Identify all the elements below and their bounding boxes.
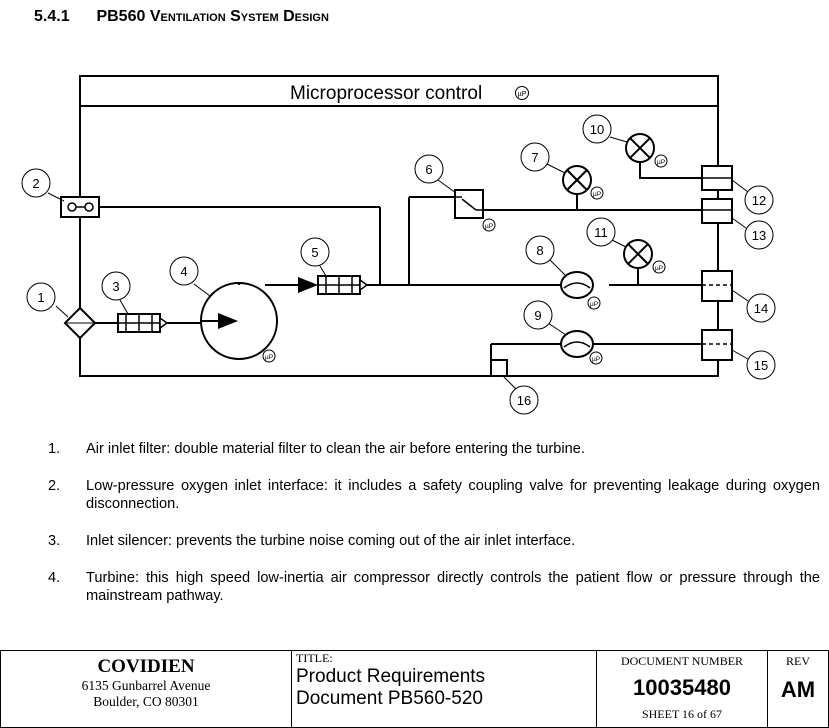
- callout-8: 8: [525, 235, 567, 277]
- revision-value: AM: [780, 677, 816, 702]
- company-cell: COVIDIEN 6135 Gunbarrel Avenue Boulder, …: [0, 650, 292, 728]
- svg-text:µP: µP: [593, 191, 601, 198]
- svg-text:7: 7: [531, 150, 538, 165]
- svg-text:13: 13: [752, 228, 766, 243]
- valve-component: µP: [454, 189, 496, 232]
- flow-sensor-9: µP: [560, 330, 603, 365]
- control-up-icon: µP: [515, 86, 529, 100]
- list-item-text: Turbine: this high speed low-inertia air…: [86, 570, 820, 604]
- callout-4: 4: [169, 256, 211, 297]
- svg-text:15: 15: [754, 358, 768, 373]
- callout-14: 14: [731, 289, 776, 323]
- svg-text:µP: µP: [592, 356, 600, 363]
- callout-15: 15: [731, 349, 776, 380]
- connector-15: [701, 329, 733, 361]
- svg-text:16: 16: [517, 393, 531, 408]
- outlet-silencer-component: [317, 275, 369, 295]
- pressure-sensor-11: µP: [623, 239, 666, 274]
- svg-text:µP: µP: [518, 91, 527, 98]
- svg-text:5: 5: [311, 245, 318, 260]
- callout-7: 7: [520, 142, 566, 174]
- svg-text:2: 2: [32, 176, 39, 191]
- connector-14: [701, 270, 733, 302]
- svg-text:1: 1: [37, 290, 44, 305]
- pressure-sensor-7: µP: [562, 165, 604, 210]
- svg-text:µP: µP: [590, 301, 598, 308]
- callout-11: 11: [586, 217, 627, 248]
- callout-12: 12: [731, 179, 774, 215]
- svg-text:10: 10: [590, 122, 604, 137]
- list-item-text: Low-pressure oxygen inlet interface: it …: [86, 478, 820, 512]
- list-item-number: 3.: [48, 533, 61, 549]
- list-item-number: 1.: [48, 441, 61, 457]
- svg-text:4: 4: [180, 264, 187, 279]
- company-address-line1: 6135 Gunbarrel Avenue: [81, 678, 211, 693]
- section-title: PB560 Ventilation System Design: [96, 8, 329, 25]
- callout-5: 5: [300, 237, 330, 277]
- callout-13: 13: [731, 217, 774, 250]
- svg-text:3: 3: [112, 279, 119, 294]
- air-inlet-filter-component: [63, 306, 97, 340]
- company-name: COVIDIEN: [97, 656, 195, 677]
- list-item-number: 4.: [48, 570, 61, 586]
- flow-sensor-8: µP: [560, 271, 601, 310]
- callout-10: 10: [582, 114, 628, 144]
- svg-text:8: 8: [536, 243, 543, 258]
- revision-cell: REV AM: [767, 650, 829, 728]
- title-cell: TITLE: Product Requirements Document PB5…: [291, 650, 597, 728]
- section-heading: 5.4.1 PB560 Ventilation System Design: [34, 8, 329, 26]
- list-item: 2. Low-pressure oxygen inlet interface: …: [48, 477, 820, 513]
- revision-label: REV: [786, 654, 810, 668]
- callout-2: 2: [21, 168, 65, 202]
- company-address-line2: Boulder, CO 80301: [93, 694, 199, 709]
- document-number-cell: DOCUMENT NUMBER 10035480 SHEET 16 of 67: [596, 650, 768, 728]
- list-item-text: Inlet silencer: prevents the turbine noi…: [86, 533, 576, 549]
- system-boundary: [79, 75, 719, 377]
- document-number-label: DOCUMENT NUMBER: [620, 654, 744, 668]
- list-item-text: Air inlet filter: double material filter…: [86, 441, 585, 457]
- pressure-sensor-10: µP: [625, 133, 668, 168]
- svg-text:6: 6: [425, 162, 432, 177]
- section-number: 5.4.1: [34, 8, 70, 25]
- svg-text:µP: µP: [485, 223, 493, 230]
- list-item: 4. Turbine: this high speed low-inertia …: [48, 569, 820, 605]
- svg-text:12: 12: [752, 193, 766, 208]
- callout-1: 1: [26, 282, 69, 318]
- inlet-silencer-component: [117, 313, 169, 333]
- svg-text:µP: µP: [265, 354, 273, 361]
- title-label: TITLE:: [296, 651, 333, 665]
- control-label: Microprocessor control: [290, 83, 482, 104]
- document-title-line1: Product Requirements: [296, 666, 486, 687]
- title-block: COVIDIEN 6135 Gunbarrel Avenue Boulder, …: [0, 650, 829, 728]
- svg-text:µP: µP: [657, 159, 665, 166]
- svg-text:14: 14: [754, 301, 768, 316]
- document-number: 10035480: [633, 675, 731, 700]
- callout-9: 9: [523, 300, 567, 336]
- svg-text:µP: µP: [655, 265, 663, 272]
- oxygen-inlet-component: [60, 196, 100, 218]
- list-item: 3. Inlet silencer: prevents the turbine …: [48, 532, 820, 550]
- callout-6: 6: [414, 154, 457, 194]
- connector-12: [701, 165, 733, 191]
- ventilation-diagram: Microprocessor control µP µP: [21, 75, 776, 415]
- list-item: 1. Air inlet filter: double material fil…: [48, 440, 820, 458]
- component-list: 1. Air inlet filter: double material fil…: [48, 440, 820, 624]
- turbine-component: µP: [200, 282, 278, 363]
- document-title-line2: Document PB560-520: [296, 688, 483, 709]
- list-item-number: 2.: [48, 478, 61, 494]
- component-16: [490, 344, 508, 377]
- svg-text:9: 9: [534, 308, 541, 323]
- callout-3: 3: [101, 271, 131, 315]
- connector-13: [701, 198, 733, 224]
- callout-16: 16: [502, 375, 539, 415]
- svg-text:11: 11: [594, 225, 608, 240]
- sheet-number: SHEET 16 of 67: [641, 707, 723, 721]
